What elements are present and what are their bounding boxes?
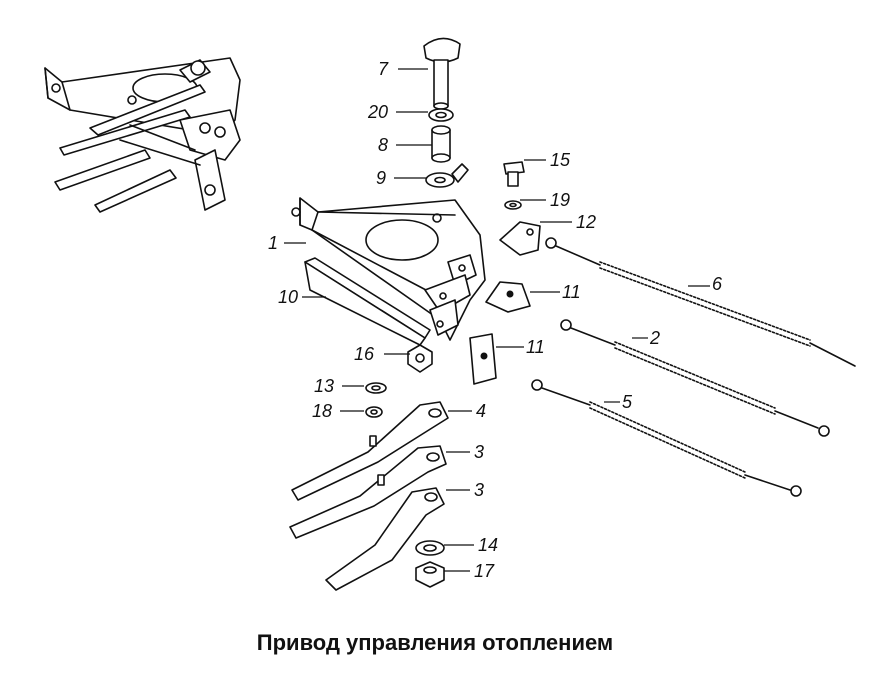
assembled-view — [44, 57, 241, 213]
callout-4: 4 — [476, 401, 486, 421]
part-washer-18 — [365, 406, 383, 418]
part-lever-4 — [291, 401, 449, 501]
callout-16: 16 — [354, 344, 375, 364]
callout-10: 10 — [278, 287, 298, 307]
callout-8: 8 — [378, 135, 388, 155]
callout-17: 17 — [474, 561, 495, 581]
leader-lines — [284, 68, 710, 572]
callout-20: 20 — [367, 102, 388, 122]
part-clip-12 — [499, 221, 541, 256]
part-bushing — [431, 125, 451, 163]
callout-12: 12 — [576, 212, 596, 232]
part-nut-16 — [407, 344, 433, 373]
callout-14: 14 — [478, 535, 498, 555]
callout-11-upper: 11 — [562, 282, 581, 302]
callout-19: 19 — [550, 190, 570, 210]
part-clip-11b — [469, 333, 497, 385]
callout-3-upper: 3 — [474, 442, 484, 462]
callout-18: 18 — [312, 401, 332, 421]
callout-5: 5 — [622, 392, 633, 412]
part-cable-2 — [560, 319, 830, 437]
callout-labels: 7 20 8 9 15 19 12 1 10 11 11 6 2 16 13 1… — [268, 59, 723, 581]
diagram-caption: Привод управления отоплением — [256, 630, 614, 655]
callout-9: 9 — [376, 168, 386, 188]
part-washer-19 — [504, 200, 522, 210]
callout-1: 1 — [268, 233, 278, 253]
callout-7: 7 — [378, 59, 389, 79]
part-bolt — [503, 161, 525, 187]
part-washer-14 — [415, 540, 445, 556]
part-lever-3a — [289, 445, 447, 539]
part-cable-6 — [545, 237, 856, 367]
part-nut-17 — [415, 561, 445, 588]
part-washer-20 — [428, 108, 454, 122]
part-bracket — [291, 197, 486, 341]
callout-6: 6 — [712, 274, 723, 294]
part-lever-3b — [325, 487, 445, 591]
callout-15: 15 — [550, 150, 571, 170]
callout-2: 2 — [649, 328, 660, 348]
part-clip-11a — [485, 281, 531, 313]
part-washer-13 — [365, 382, 387, 394]
part-lock-washer — [425, 163, 469, 188]
part-cable-5 — [531, 379, 802, 497]
callout-13: 13 — [314, 376, 334, 396]
callout-11-lower: 11 — [526, 337, 545, 357]
callout-3-lower: 3 — [474, 480, 484, 500]
part-pin — [423, 37, 461, 110]
